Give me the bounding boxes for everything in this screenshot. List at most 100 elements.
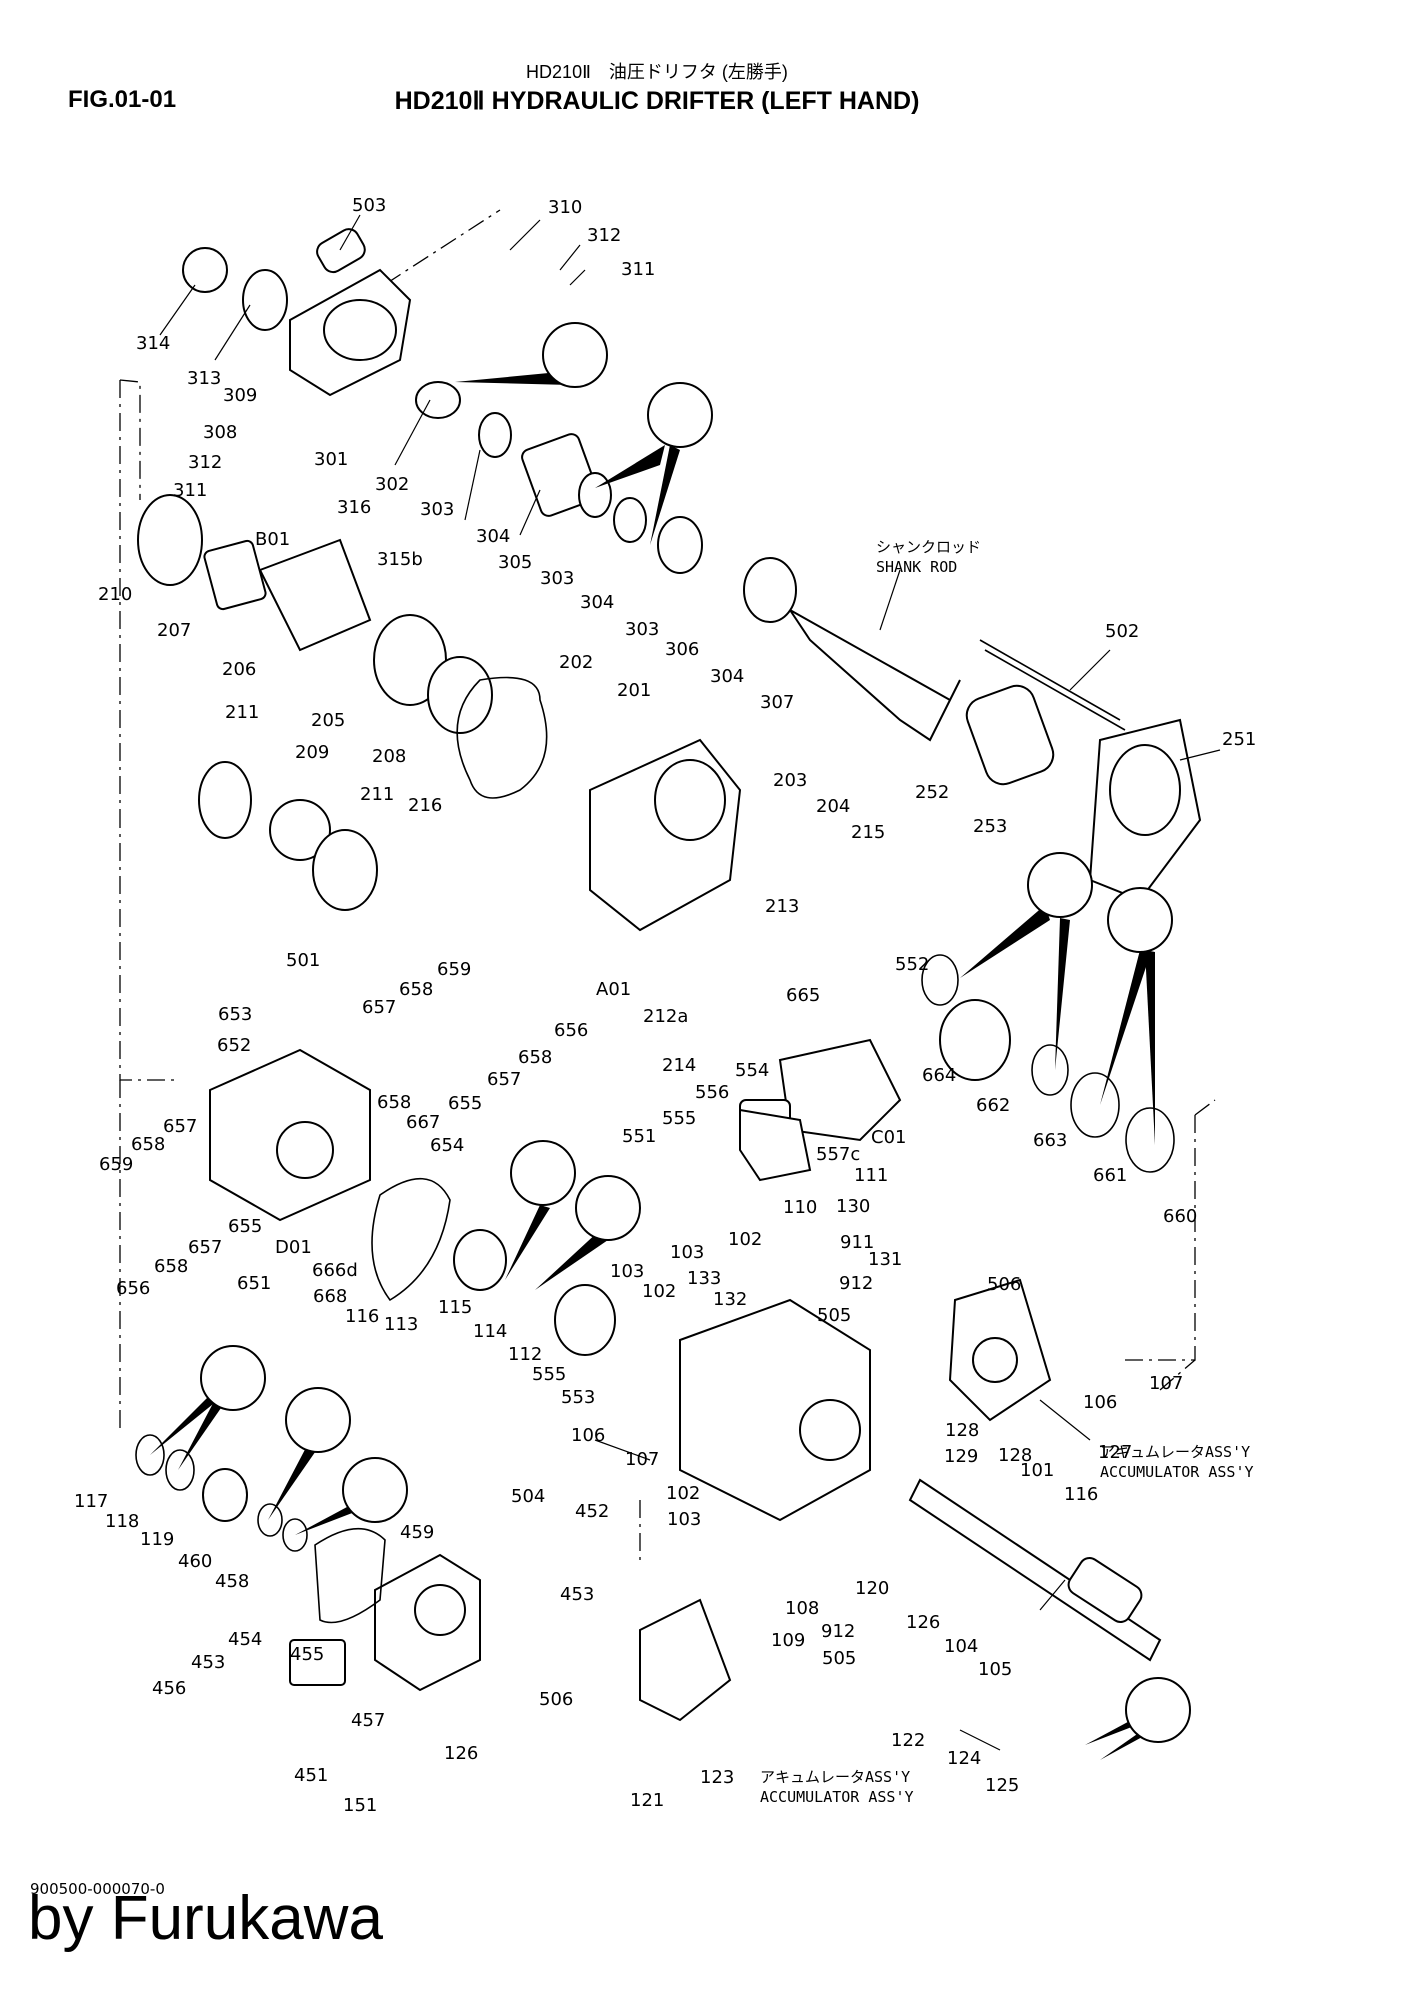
part-label: 301: [314, 449, 348, 470]
part-label: 253: [973, 816, 1007, 837]
part-label: 501: [286, 950, 320, 971]
part-label: 653: [218, 1004, 252, 1025]
part-label: 202: [559, 652, 593, 673]
part-label: 666d: [312, 1260, 358, 1281]
part-label: B01: [255, 529, 290, 550]
part-label: 116: [345, 1306, 379, 1327]
part-label: 102: [728, 1229, 762, 1250]
part-label: 659: [99, 1154, 133, 1175]
part-label: 251: [1222, 729, 1256, 750]
part-label: 131: [868, 1249, 902, 1270]
part-label: 127: [1098, 1442, 1132, 1463]
part-label: 101: [1020, 1460, 1054, 1481]
part-label: 305: [498, 552, 532, 573]
part-label: 203: [773, 770, 807, 791]
part-label: 304: [710, 666, 744, 687]
part-label: 123: [700, 1767, 734, 1788]
part-label: 552: [895, 954, 929, 975]
part-label: 212a: [643, 1006, 688, 1027]
part-label: 211: [225, 702, 259, 723]
part-label: 126: [906, 1612, 940, 1633]
part-label: 205: [311, 710, 345, 731]
part-label: 314: [136, 333, 170, 354]
part-label: 103: [667, 1509, 701, 1530]
part-label: 660: [1163, 1206, 1197, 1227]
part-label: 657: [163, 1116, 197, 1137]
part-label: 125: [985, 1775, 1019, 1796]
part-label: 204: [816, 796, 850, 817]
part-label: 459: [400, 1522, 434, 1543]
part-label: 113: [384, 1314, 418, 1335]
part-label: 655: [448, 1093, 482, 1114]
part-label: 662: [976, 1095, 1010, 1116]
part-label: 658: [399, 979, 433, 1000]
part-label: 308: [203, 422, 237, 443]
accumulator-label-jp-upper: アキュムレータASS'Y: [1100, 1443, 1250, 1461]
part-label: 109: [771, 1630, 805, 1651]
part-label: 658: [377, 1092, 411, 1113]
part-label: 302: [375, 474, 409, 495]
figure-number: FIG.01-01: [68, 86, 177, 113]
part-label: 453: [191, 1652, 225, 1673]
part-label: 665: [786, 985, 820, 1006]
part-label: 124: [947, 1748, 981, 1769]
part-label: 316: [337, 497, 371, 518]
part-label: 304: [580, 592, 614, 613]
part-label: 306: [665, 639, 699, 660]
part-label: 458: [215, 1571, 249, 1592]
part-label: 208: [372, 746, 406, 767]
part-label: 128: [945, 1420, 979, 1441]
part-label: 912: [839, 1273, 873, 1294]
part-label: 216: [408, 795, 442, 816]
part-label: 553: [561, 1387, 595, 1408]
part-shapes: [135, 228, 1202, 1722]
part-label: 312: [188, 452, 222, 473]
shank-rod-label-jp: シャンクロッド: [876, 538, 981, 556]
part-label: 126: [444, 1743, 478, 1764]
part-label: 120: [855, 1578, 889, 1599]
part-label: A01: [596, 979, 631, 1000]
part-label: 651: [237, 1273, 271, 1294]
part-label: 132: [713, 1289, 747, 1310]
part-number-labels: 503 310 312 311 314 313 309 308 312 311 …: [74, 195, 1256, 1816]
part-label: 133: [687, 1268, 721, 1289]
part-label: 311: [173, 480, 207, 501]
part-label: 315b: [377, 549, 423, 570]
part-label: 452: [575, 1501, 609, 1522]
accumulator-label-en-upper: ACCUMULATOR ASS'Y: [1100, 1463, 1254, 1481]
part-label: 657: [487, 1069, 521, 1090]
part-label: 129: [944, 1446, 978, 1467]
part-label: 105: [978, 1659, 1012, 1680]
part-label: 118: [105, 1511, 139, 1532]
part-label: 455: [290, 1644, 324, 1665]
part-label: 103: [610, 1261, 644, 1282]
part-label: 663: [1033, 1130, 1067, 1151]
part-label: 551: [622, 1126, 656, 1147]
annotation-text: シャンクロッド SHANK ROD アキュムレータASS'Y ACCUMULAT…: [760, 538, 1254, 1806]
part-label: 652: [217, 1035, 251, 1056]
part-label: 664: [922, 1065, 956, 1086]
part-label: 451: [294, 1765, 328, 1786]
part-label: 658: [131, 1134, 165, 1155]
part-label: 504: [511, 1486, 545, 1507]
part-label: 252: [915, 782, 949, 803]
part-label: 303: [625, 619, 659, 640]
part-label: 554: [735, 1060, 769, 1081]
part-label: 502: [1105, 621, 1139, 642]
accumulator-label-en-lower: ACCUMULATOR ASS'Y: [760, 1788, 914, 1806]
part-label: 656: [554, 1020, 588, 1041]
part-label: 116: [1064, 1484, 1098, 1505]
brand-watermark: by Furukawa: [28, 1884, 383, 1953]
part-label: 304: [476, 526, 510, 547]
part-label: 555: [662, 1108, 696, 1129]
part-label: 658: [518, 1047, 552, 1068]
part-label: 210: [98, 584, 132, 605]
leader-lines: [159, 214, 1221, 1751]
part-label: 106: [571, 1425, 605, 1446]
part-label: 107: [625, 1449, 659, 1470]
part-label: 657: [188, 1237, 222, 1258]
part-label: 130: [836, 1196, 870, 1217]
seal-callouts: [150, 322, 1191, 1760]
part-label: 128: [998, 1445, 1032, 1466]
